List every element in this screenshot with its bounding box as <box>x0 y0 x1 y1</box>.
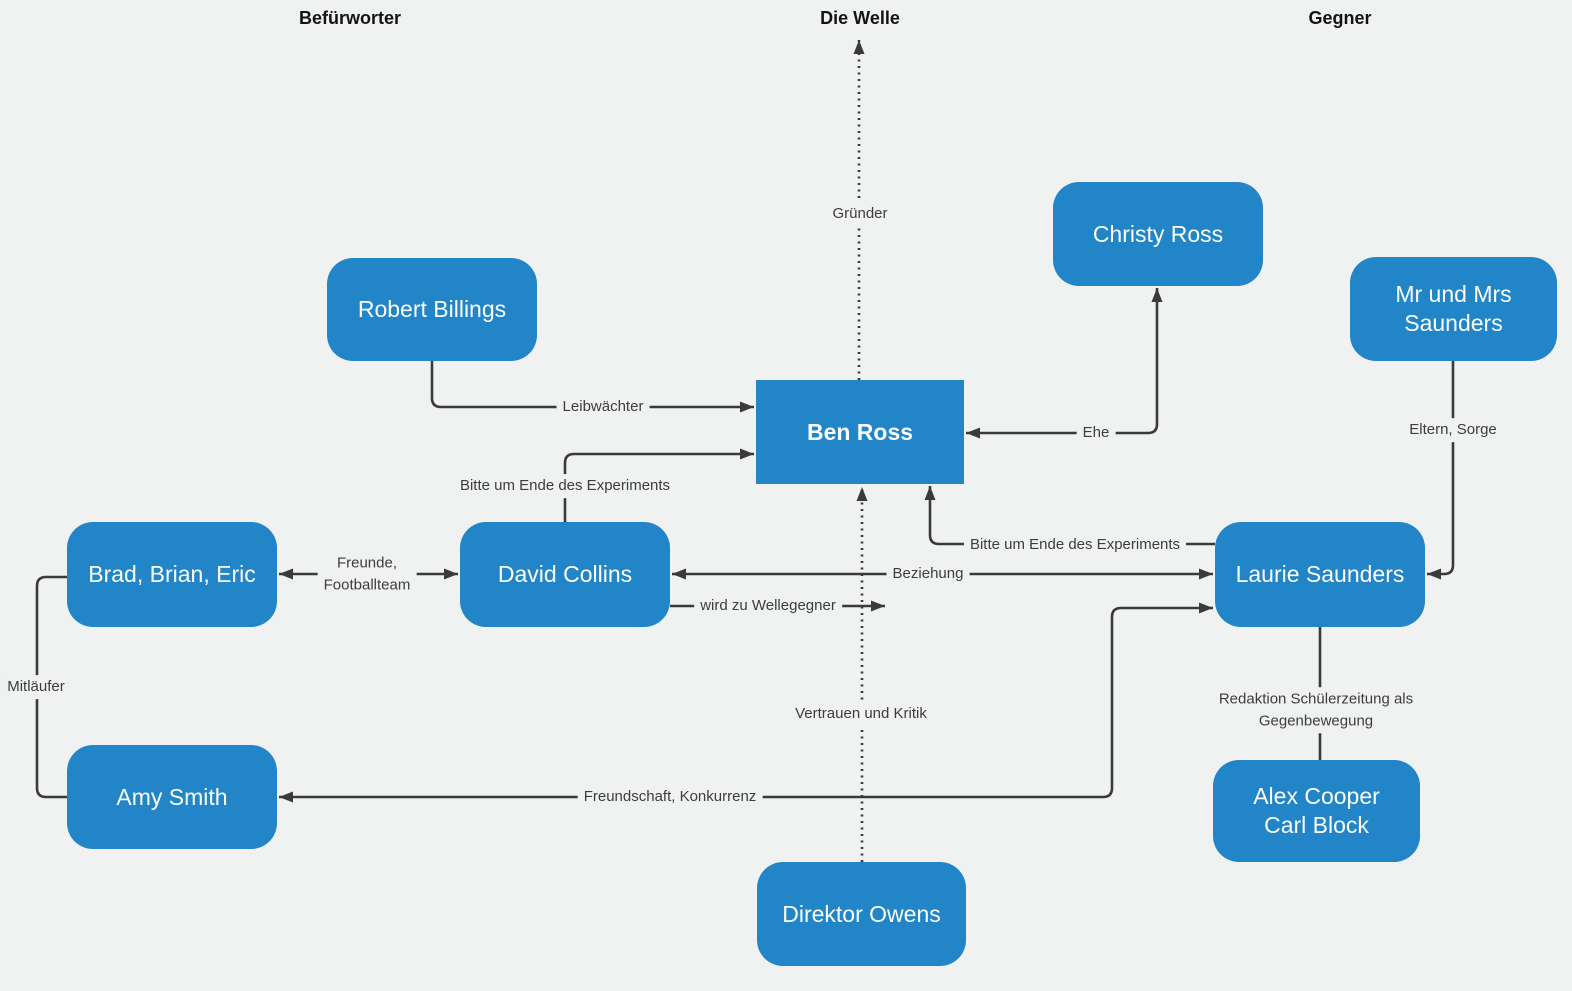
edge-label-beziehung: Beziehung <box>886 562 970 586</box>
edge-freundschaft <box>279 602 1213 803</box>
node-robert-billings: Robert Billings <box>327 258 537 361</box>
edge-label-bitte-david: Bitte um Ende des Experiments <box>453 474 677 498</box>
edge-leibwaechter <box>430 361 754 413</box>
edge-bitte-laurie <box>924 486 1215 546</box>
edge-bitte-david <box>563 448 754 522</box>
section-header-befuerworter: Befürworter <box>298 8 402 28</box>
node-alex-cooper-carl-block: Alex Cooper Carl Block <box>1213 760 1420 862</box>
node-laurie-saunders: Laurie Saunders <box>1215 522 1425 627</box>
edge-ehe <box>966 288 1163 439</box>
edge-label-eltern-sorge: Eltern, Sorge <box>1403 418 1503 442</box>
edge-label-wellegegner: wird zu Wellegegner <box>694 594 842 618</box>
edge-label-mitlaeufer: Mitläufer <box>1 675 71 699</box>
edge-label-redaktion: Redaktion Schülerzeitung als Gegenbewegu… <box>1188 687 1444 733</box>
edge-eltern-sorge <box>1427 361 1455 580</box>
node-amy-smith: Amy Smith <box>67 745 277 849</box>
section-header-gegner: Gegner <box>1308 8 1372 28</box>
edge-label-gruender: Gründer <box>826 202 894 226</box>
edge-label-bitte-laurie: Bitte um Ende des Experiments <box>963 533 1187 557</box>
node-ben-ross: Ben Ross <box>756 380 964 484</box>
node-direktor-owens: Direktor Owens <box>757 862 966 966</box>
edge-label-leibwaechter: Leibwächter <box>556 395 650 419</box>
edge-label-vertrauen: Vertrauen und Kritik <box>789 702 933 726</box>
node-david-collins: David Collins <box>460 522 670 627</box>
edge-label-ehe: Ehe <box>1076 421 1116 445</box>
edge-label-freundschaft: Freundschaft, Konkurrenz <box>577 785 763 809</box>
section-header-die-welle: Die Welle <box>820 8 900 28</box>
edge-label-freunde: Freunde, Footballteam <box>317 551 417 597</box>
node-brad-brian-eric: Brad, Brian, Eric <box>67 522 277 627</box>
node-christy-ross: Christy Ross <box>1053 182 1263 286</box>
node-mr-und-mrs-saunders: Mr und Mrs Saunders <box>1350 257 1557 361</box>
